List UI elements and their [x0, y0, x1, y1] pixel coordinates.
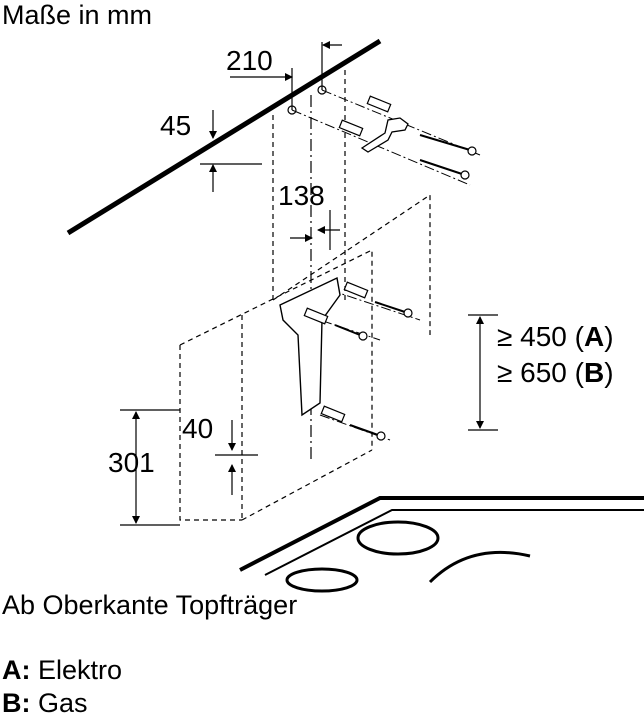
dim-clearance	[468, 314, 498, 431]
note-text: Ab Oberkante Topfträger	[2, 590, 298, 620]
wall-top-edge	[66, 38, 382, 236]
legend-text-b: Gas	[30, 688, 88, 718]
clearance-line-b: ≥ 650 (B)	[497, 357, 614, 388]
mounting-holes-top	[287, 85, 327, 115]
legend-text-a: Elektro	[30, 655, 123, 685]
chimney-outline	[179, 70, 431, 521]
dim-210-label: 210	[226, 45, 273, 76]
wall-plug-screws-bottom	[303, 281, 413, 441]
wall-plug-screws-top	[338, 95, 477, 180]
dim-210	[230, 41, 342, 110]
dim-138-label: 138	[278, 180, 325, 211]
top-bracket	[360, 117, 409, 153]
cooktop	[239, 496, 644, 593]
legend-item-b: B: Gas	[2, 688, 88, 718]
dim-45	[200, 110, 262, 192]
clearance-line-a: ≥ 450 (A)	[497, 321, 614, 352]
dim-301	[120, 409, 180, 526]
legend-key-a: A:	[2, 655, 31, 685]
dim-138	[290, 210, 340, 250]
legend-key-b: B:	[2, 688, 31, 718]
chimney-bracket	[279, 276, 341, 417]
dim-40	[215, 420, 258, 495]
legend-item-a: A: Elektro	[2, 655, 122, 685]
page-title: Maße in mm	[2, 0, 153, 30]
dim-45-label: 45	[160, 110, 191, 141]
dim-40-label: 40	[182, 413, 213, 444]
dim-301-label: 301	[108, 447, 155, 478]
